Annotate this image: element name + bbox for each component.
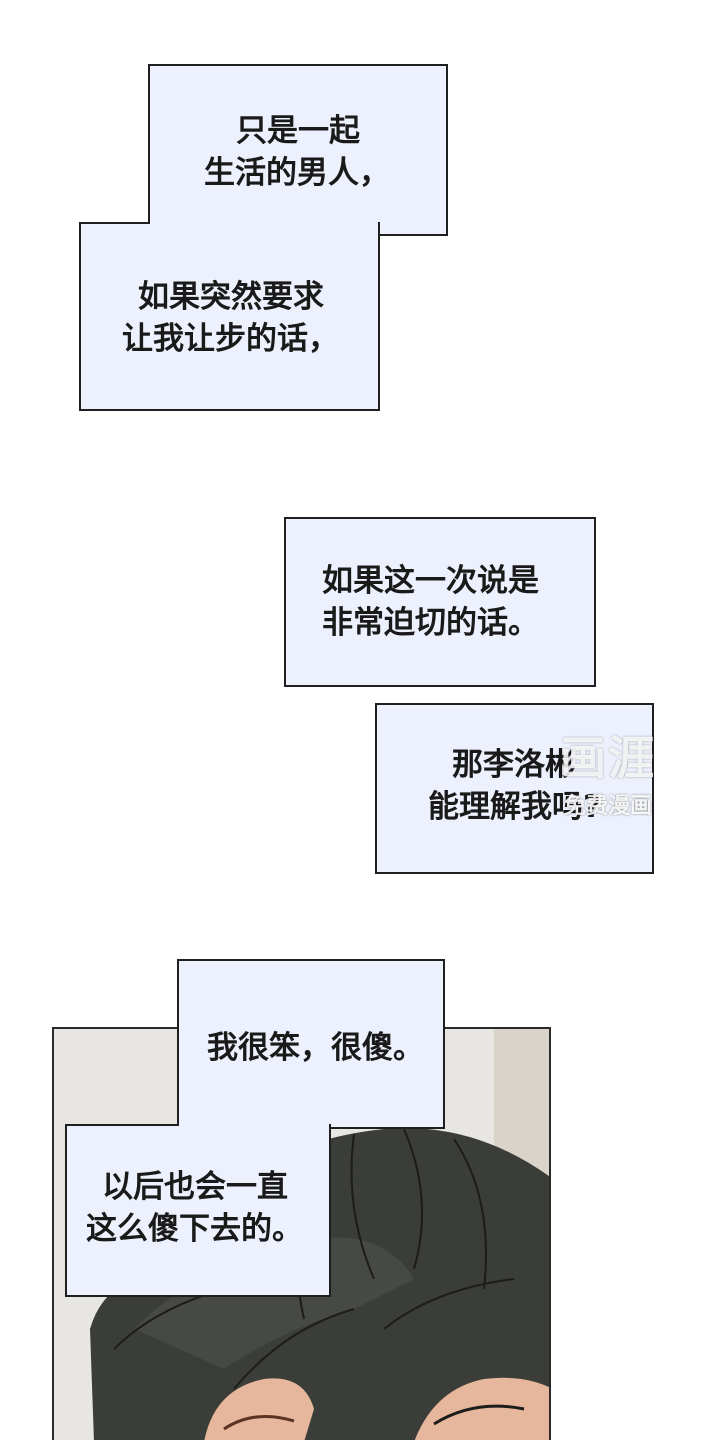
- speech-box-join: [150, 220, 378, 238]
- bubble2-line1: 如果突然要求: [138, 279, 324, 315]
- bubble6-line1: 以后也会一直: [102, 1169, 288, 1205]
- speech-box-3: [284, 517, 596, 687]
- watermark-title: 画涯: [560, 731, 656, 785]
- bubble4-line1: 那李洛彬: [452, 747, 576, 783]
- watermark-logo: 画涯 免费漫画: [560, 722, 680, 822]
- bubble3-line1: 如果这一次说是: [322, 563, 539, 599]
- speech-box-4: [375, 703, 654, 874]
- bubble1-line1: 只是一起: [236, 113, 360, 149]
- speech-box-6: [65, 1124, 331, 1297]
- bubble2-line2: 让我让步的话，: [122, 321, 339, 357]
- speech-box-bottom: [79, 222, 380, 411]
- bubble4-line2: 能理解我吗?: [428, 789, 601, 825]
- bubble1-line2: 生活的男人，: [204, 155, 390, 191]
- bubble6-line2: 这么傻下去的。: [86, 1211, 303, 1247]
- bubble3-line2: 非常迫切的话。: [322, 605, 539, 641]
- bubble5-line1: 我很笨，很傻。: [207, 1030, 424, 1066]
- watermark-subtitle: 免费漫画: [564, 794, 653, 819]
- speech-box-join-2: [179, 1122, 329, 1130]
- speech-box-top: [148, 64, 448, 236]
